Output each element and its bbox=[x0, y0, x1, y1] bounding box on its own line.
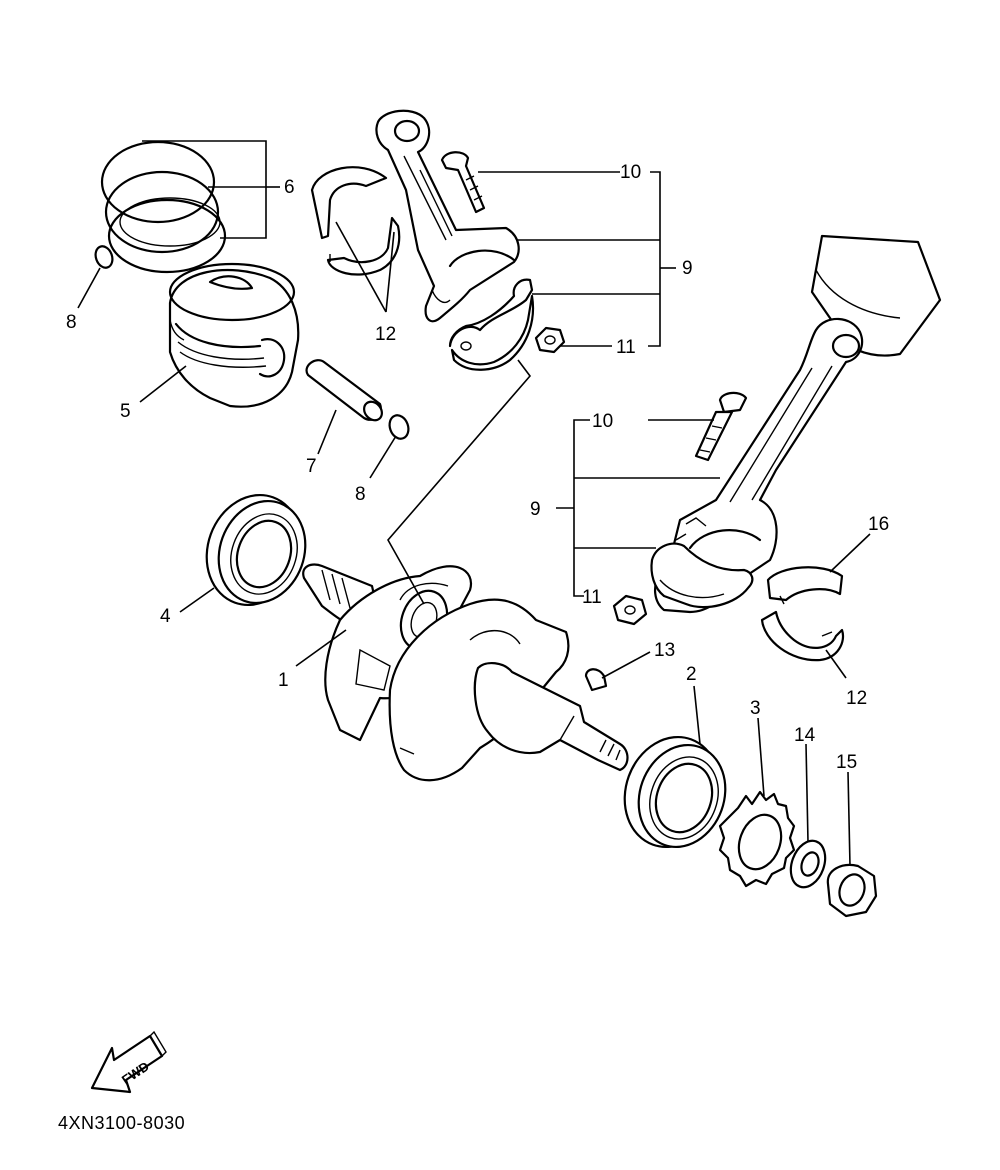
circlip-right bbox=[388, 414, 410, 440]
crankshaft bbox=[302, 563, 629, 782]
connecting-rod-right bbox=[650, 234, 942, 614]
rod-cap-top bbox=[448, 278, 535, 371]
callout-9-top: 9 bbox=[682, 258, 693, 279]
rod-nut-right bbox=[612, 594, 648, 626]
callout-9-right: 9 bbox=[530, 499, 541, 520]
leader-lines bbox=[77, 140, 871, 867]
callout-4: 4 bbox=[160, 606, 171, 627]
crank-nut bbox=[826, 863, 878, 918]
callout-10-right: 10 bbox=[592, 411, 613, 432]
callout-7: 7 bbox=[306, 456, 317, 477]
main-bearing-left bbox=[205, 493, 307, 607]
callout-1: 1 bbox=[278, 670, 289, 691]
part-code: 4XN3100-8030 bbox=[58, 1113, 185, 1133]
connecting-rod-top bbox=[375, 109, 520, 323]
callout-numbers: 6 8 5 7 8 12 10 9 11 10 9 11 16 12 4 1 1… bbox=[66, 162, 889, 773]
callout-12-top: 12 bbox=[375, 324, 396, 345]
callout-16: 16 bbox=[868, 514, 889, 535]
callout-15: 15 bbox=[836, 752, 857, 773]
callout-8-left: 8 bbox=[66, 312, 77, 333]
piston-rings bbox=[100, 140, 227, 274]
callout-10-top: 10 bbox=[620, 162, 641, 183]
rod-bolt-top bbox=[440, 151, 486, 214]
callout-8-right: 8 bbox=[355, 484, 366, 505]
callout-2: 2 bbox=[686, 664, 697, 685]
rod-bolt-right bbox=[694, 391, 748, 462]
washer bbox=[789, 839, 827, 889]
callout-12-right: 12 bbox=[846, 688, 867, 709]
main-bearing-right bbox=[623, 735, 727, 849]
circlip-left bbox=[94, 245, 114, 269]
piston-pin bbox=[305, 359, 383, 422]
callout-13: 13 bbox=[654, 640, 675, 661]
callout-6: 6 bbox=[284, 177, 295, 198]
callout-3: 3 bbox=[750, 698, 761, 719]
rod-nut-top bbox=[534, 326, 566, 354]
piston bbox=[168, 262, 300, 408]
woodruff-key bbox=[584, 668, 608, 692]
bearing-halves-right bbox=[760, 566, 845, 662]
callout-11-right: 11 bbox=[582, 587, 602, 608]
forward-arrow-icon: FWD bbox=[90, 1030, 167, 1094]
callout-14: 14 bbox=[794, 725, 816, 746]
callout-5: 5 bbox=[120, 401, 131, 422]
timing-gear bbox=[718, 790, 796, 888]
callout-11-top: 11 bbox=[616, 337, 636, 358]
bearing-halves-top bbox=[310, 166, 401, 276]
